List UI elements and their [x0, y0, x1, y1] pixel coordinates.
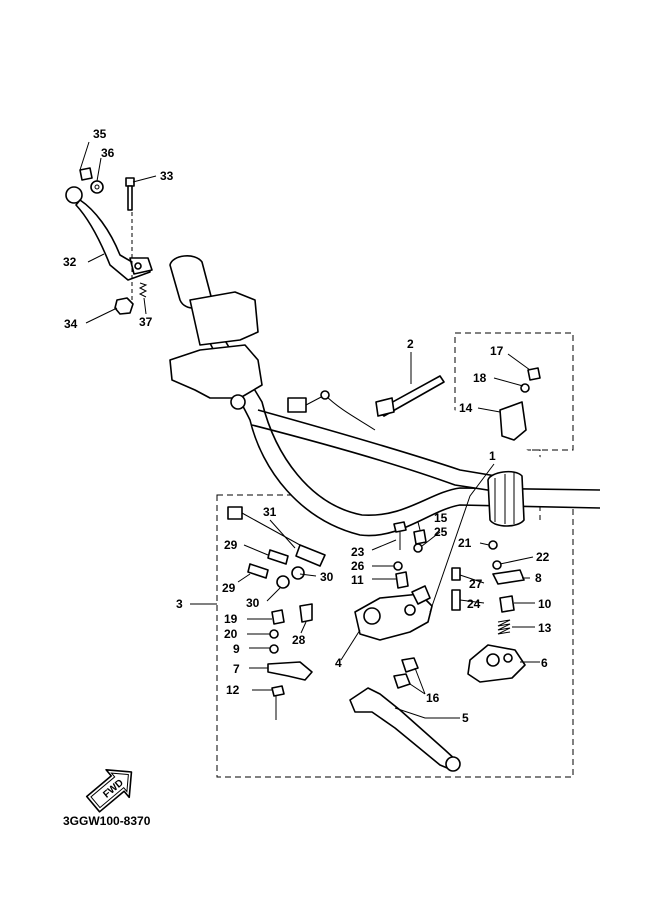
callout-17: 17	[490, 344, 504, 358]
callout-18: 18	[473, 371, 487, 385]
callout-14: 14	[459, 401, 473, 415]
gear-30-lower	[276, 575, 290, 589]
fwd-arrow-icon: FWD	[85, 768, 133, 813]
callout-25: 25	[434, 525, 448, 539]
callout-15: 15	[434, 511, 448, 525]
wire-connector-top	[287, 390, 376, 431]
clutch-lever-5	[349, 687, 461, 772]
washer-21	[488, 540, 498, 550]
screw-35	[79, 167, 93, 181]
callout-22: 22	[536, 550, 550, 564]
pin-27	[451, 567, 461, 581]
pin-28	[299, 603, 313, 623]
callout-10: 10	[538, 597, 552, 611]
callout-5: 5	[462, 711, 469, 725]
washer-36	[90, 180, 104, 194]
callout-29-upper: 29	[224, 538, 238, 552]
callout-21: 21	[458, 536, 472, 550]
callout-1: 1	[489, 449, 496, 463]
screw-29-upper	[267, 549, 289, 565]
left-switch-housing	[169, 291, 263, 410]
callout-32: 32	[63, 255, 77, 269]
callout-35: 35	[93, 127, 107, 141]
spring-13	[497, 619, 511, 635]
nut-34	[114, 297, 134, 315]
callout-30-lower: 30	[246, 596, 260, 610]
spring-37	[138, 282, 148, 298]
callout-2: 2	[407, 337, 414, 351]
washer-26	[393, 561, 403, 571]
hot-start-lever	[65, 186, 153, 281]
screw-29-lower	[247, 563, 269, 579]
collar-10	[499, 595, 515, 613]
screw-17	[527, 367, 541, 381]
callout-34: 34	[64, 317, 78, 331]
callout-28: 28	[292, 633, 306, 647]
callout-24: 24	[467, 597, 481, 611]
lever-holder-4	[354, 585, 433, 641]
switch-cable-31	[227, 506, 326, 567]
bolt-15	[413, 529, 427, 545]
callout-37: 37	[139, 315, 153, 329]
cable-strap	[375, 375, 445, 417]
callout-11: 11	[351, 573, 364, 587]
callout-8: 8	[535, 571, 542, 585]
callout-3: 3	[176, 597, 183, 611]
callout-16: 16	[426, 691, 440, 705]
holder-14	[499, 401, 527, 441]
callout-27: 27	[469, 577, 483, 591]
plate-8	[492, 569, 525, 585]
collar-11	[395, 571, 409, 589]
callout-29-lower: 29	[222, 581, 236, 595]
callout-26: 26	[351, 559, 365, 573]
callout-23: 23	[351, 545, 365, 559]
bolt-33	[125, 177, 135, 211]
callout-19: 19	[224, 612, 238, 626]
cover-6	[467, 644, 526, 683]
callout-7: 7	[233, 662, 240, 676]
leader-lines	[79, 141, 540, 719]
bolt-23	[393, 521, 407, 550]
washer-9	[269, 644, 279, 654]
diagram-code: 3GGW100-8370	[63, 814, 151, 828]
callout-30-upper: 30	[320, 570, 334, 584]
nut-16	[393, 657, 419, 689]
plate-7	[267, 661, 313, 681]
callout-33: 33	[160, 169, 174, 183]
washer-18	[520, 383, 530, 393]
callout-12: 12	[226, 683, 240, 697]
callout-36: 36	[101, 146, 115, 160]
gear-30-upper	[291, 566, 305, 580]
washer-25	[413, 543, 423, 553]
group-box-lever-assembly	[216, 494, 574, 778]
callout-6: 6	[541, 656, 548, 670]
pin-24	[451, 589, 461, 611]
callout-9: 9	[233, 642, 240, 656]
callout-20: 20	[224, 627, 238, 641]
washer-20	[269, 629, 279, 639]
bolt-12	[271, 685, 285, 720]
callout-4: 4	[335, 656, 342, 670]
callout-13: 13	[538, 621, 552, 635]
screw-19	[271, 609, 285, 625]
callout-31: 31	[263, 505, 277, 519]
washer-22	[492, 560, 502, 570]
